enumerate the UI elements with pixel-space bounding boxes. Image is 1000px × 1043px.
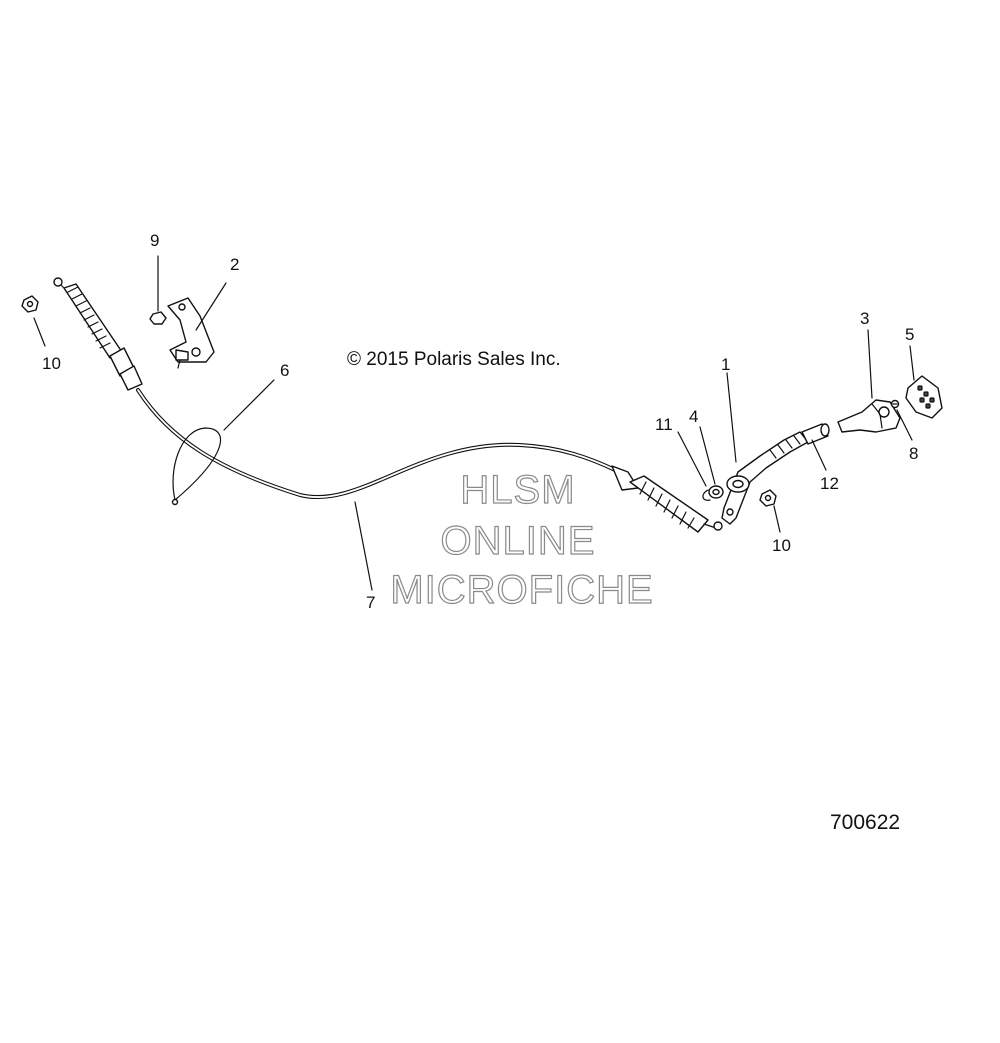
part-5-knob-insert	[905, 375, 943, 419]
leader-4	[699, 426, 716, 485]
part-6-cable-tie	[171, 427, 222, 506]
leader-1	[726, 372, 737, 463]
watermark-line-1: HLSM	[460, 468, 575, 512]
part-12-sleeve	[801, 423, 830, 445]
part-2-bracket	[167, 297, 215, 369]
part-4-washer	[708, 485, 724, 499]
callout-3: 3	[860, 309, 869, 328]
callout-12: 12	[820, 474, 839, 493]
callout-5: 5	[905, 325, 914, 344]
callout-4: 4	[689, 407, 698, 426]
cable-left-boot	[53, 277, 143, 391]
callout-10-right: 10	[772, 536, 791, 555]
watermark: HLSM ONLINE MICROFICHE	[390, 467, 654, 612]
callout-1: 1	[721, 355, 730, 374]
leader-10-left	[33, 317, 46, 347]
callout-7: 7	[366, 593, 375, 612]
callout-10-left: 10	[42, 354, 61, 373]
leader-12	[811, 439, 827, 471]
part-9-bolt	[149, 305, 167, 325]
leader-11	[677, 431, 707, 487]
leader-10-right	[773, 505, 781, 533]
callout-8: 8	[909, 444, 918, 463]
part-8-screw	[890, 399, 900, 409]
callout-9: 9	[150, 231, 159, 250]
part-1-shift-lever	[721, 431, 809, 525]
leader-7	[354, 501, 373, 591]
callout-2: 2	[230, 255, 239, 274]
leader-6	[223, 379, 275, 431]
watermark-line-3: MICROFICHE	[390, 568, 653, 612]
leader-2	[195, 282, 227, 331]
figure-number: 700622	[830, 811, 900, 834]
part-11-clip	[702, 489, 711, 501]
cable-right-boot	[611, 465, 723, 533]
leader-lines	[33, 255, 915, 591]
callout-11: 11	[655, 415, 673, 434]
leader-8	[896, 409, 913, 441]
callouts: 9 2 10 6 7 11 4 1 3 5 8 12 10	[42, 231, 918, 612]
watermark-line-2: ONLINE	[441, 519, 596, 563]
copyright-notice: © 2015 Polaris Sales Inc.	[347, 349, 561, 370]
part-10-nut-left	[21, 295, 39, 313]
leader-3	[867, 329, 873, 399]
leader-5	[909, 345, 915, 381]
part-3-knob	[837, 399, 901, 433]
part-7-shift-cable	[53, 277, 723, 533]
callout-6: 6	[280, 361, 289, 380]
part-10-nut-right	[759, 489, 777, 507]
